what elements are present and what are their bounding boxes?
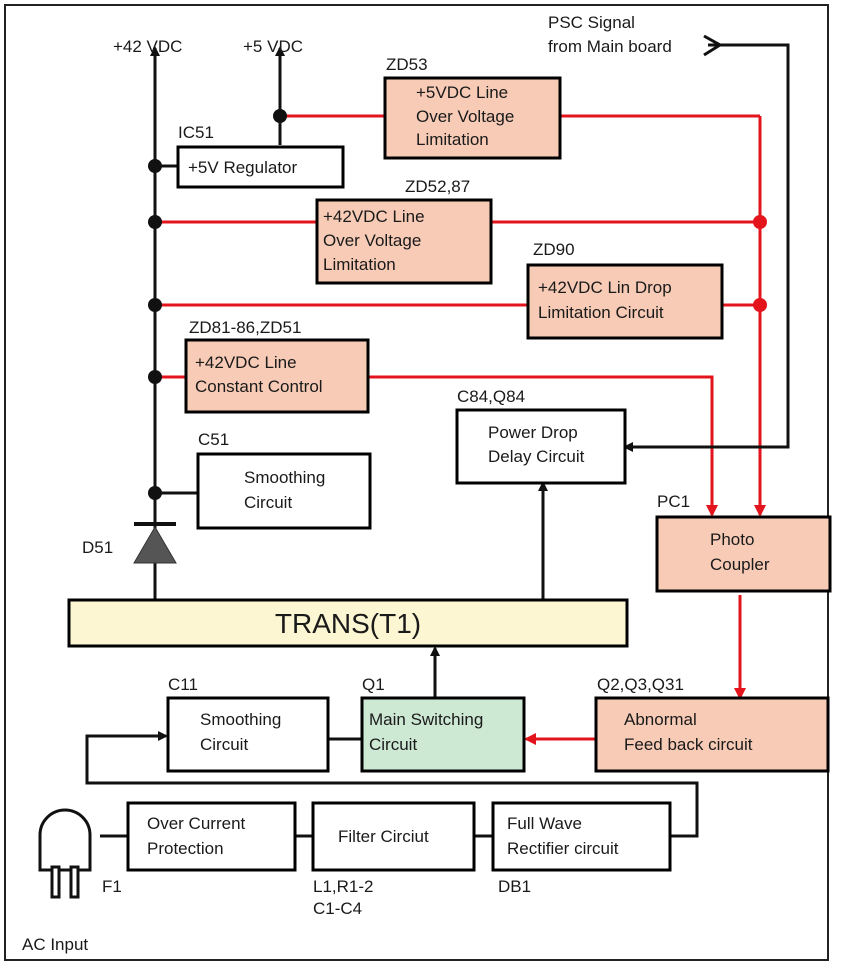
- zd81-ref: ZD81-86,ZD51: [189, 318, 301, 337]
- zd81-line1: +42VDC Line: [195, 353, 297, 372]
- f1-block: Over Current Protection: [126, 801, 297, 872]
- filter-ref1: L1,R1-2: [313, 877, 373, 896]
- q1-block: Main Switching Circuit: [360, 696, 526, 773]
- power-wires: [85, 34, 790, 838]
- pc1-line1: Photo: [710, 530, 754, 549]
- filter-line1: Filter Circiut: [338, 827, 429, 846]
- psc-line1: PSC Signal: [548, 13, 635, 32]
- f1-line1: Over Current: [147, 814, 246, 833]
- ac-plug-icon: [38, 808, 92, 899]
- c51-line2: Circuit: [244, 493, 292, 512]
- zd90-ref: ZD90: [533, 240, 575, 259]
- zd52-line3: Limitation: [323, 255, 396, 274]
- c51-line1: Smoothing: [244, 468, 325, 487]
- outer-frame: [4, 4, 829, 961]
- zd81-block: +42VDC Line Constant Control: [184, 338, 370, 414]
- diode-d51-symbol: [133, 522, 177, 564]
- q1-ref: Q1: [362, 675, 385, 694]
- zd52-line1: +42VDC Line: [323, 207, 425, 226]
- zd53-line1: +5VDC Line: [416, 83, 508, 102]
- zd90-line2: Limitation Circuit: [538, 303, 664, 322]
- c11-block: Smoothing Circuit: [166, 696, 330, 773]
- pc1-ref: PC1: [657, 492, 690, 511]
- ic51-line1: +5V Regulator: [188, 158, 297, 177]
- zd52-block: +42VDC Line Over Voltage Limitation: [315, 198, 493, 285]
- c11-ref: C11: [168, 675, 198, 694]
- ac-input-label: AC Input: [22, 935, 88, 954]
- zd53-block: +5VDC Line Over Voltage Limitation: [383, 76, 562, 160]
- filter-ref2: C1-C4: [313, 899, 362, 918]
- pc1-block: Photo Coupler: [655, 515, 832, 593]
- ic51-ref: IC51: [178, 123, 214, 142]
- trans-block: TRANS(T1): [67, 598, 629, 648]
- db1-block: Full Wave Rectifier circuit: [491, 801, 672, 872]
- zd53-line2: Over Voltage: [416, 107, 514, 126]
- q2-line2: Feed back circuit: [624, 735, 753, 754]
- labels: +42 VDC +5 VDC PSC Signal from Main boar…: [22, 13, 690, 954]
- d51-ref: D51: [82, 538, 113, 557]
- db1-line1: Full Wave: [507, 814, 582, 833]
- c51-ref: C51: [198, 430, 229, 449]
- rail-42v-label: +42 VDC: [113, 37, 182, 56]
- q2-block: Abnormal Feed back circuit: [594, 696, 830, 773]
- c51-block: Smoothing Circuit: [196, 452, 372, 530]
- zd81-line2: Constant Control: [195, 377, 323, 396]
- rail-5v-label: +5 VDC: [243, 37, 303, 56]
- psc-line2: from Main board: [548, 37, 672, 56]
- zd53-line3: Limitation: [416, 130, 489, 149]
- c84-line2: Delay Circuit: [488, 447, 585, 466]
- c84-block: Power Drop Delay Circuit: [455, 408, 627, 485]
- q2-ref: Q2,Q3,Q31: [597, 675, 684, 694]
- db1-line2: Rectifier circuit: [507, 839, 619, 858]
- f1-line2: Protection: [147, 839, 224, 858]
- zd90-block: +42VDC Lin Drop Limitation Circuit: [526, 263, 724, 340]
- c84-line1: Power Drop: [488, 423, 578, 442]
- c84-ref: C84,Q84: [457, 387, 525, 406]
- ic51-block: +5V Regulator: [176, 145, 345, 189]
- q1-line2: Circuit: [369, 735, 417, 754]
- c11-line1: Smoothing: [200, 710, 281, 729]
- junction-dots: [148, 109, 767, 500]
- db1-ref: DB1: [498, 877, 531, 896]
- c11-line2: Circuit: [200, 735, 248, 754]
- q2-line1: Abnormal: [624, 710, 697, 729]
- trans-label: TRANS(T1): [275, 608, 421, 639]
- pc1-line2: Coupler: [710, 555, 770, 574]
- filter-block: Filter Circiut: [311, 801, 476, 872]
- zd52-ref: ZD52,87: [405, 177, 470, 196]
- zd90-line1: +42VDC Lin Drop: [538, 278, 672, 297]
- zd53-ref: ZD53: [386, 55, 428, 74]
- q1-line1: Main Switching: [369, 710, 483, 729]
- zd52-line2: Over Voltage: [323, 231, 421, 250]
- f1-ref: F1: [102, 877, 122, 896]
